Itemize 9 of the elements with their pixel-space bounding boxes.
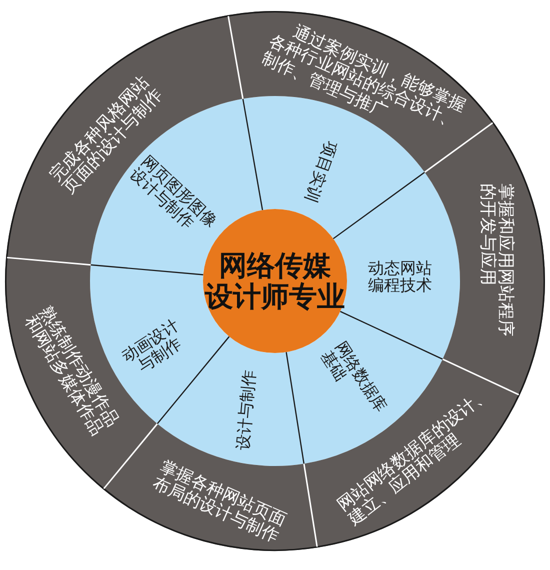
- segment-text: 动态网站编程技术: [367, 260, 433, 294]
- segment-text: 掌握和应用网站程序的开发与应用: [478, 184, 514, 338]
- segment-text: 设计与制作: [234, 368, 258, 453]
- segment-text: 掌握各种网站页面布局的设计与制作: [150, 458, 290, 548]
- segment-text: 项目实训: [301, 138, 341, 207]
- segment-text: 通过案例实训，能够掌握各种行业网站的综合设计、制作、管理与推广: [258, 20, 470, 135]
- segment-text: 网页图形图像设计与制作: [126, 152, 222, 235]
- center-title: 网络传媒设计师专业: [204, 250, 346, 312]
- segment-text: 网络数据库基础: [318, 338, 392, 418]
